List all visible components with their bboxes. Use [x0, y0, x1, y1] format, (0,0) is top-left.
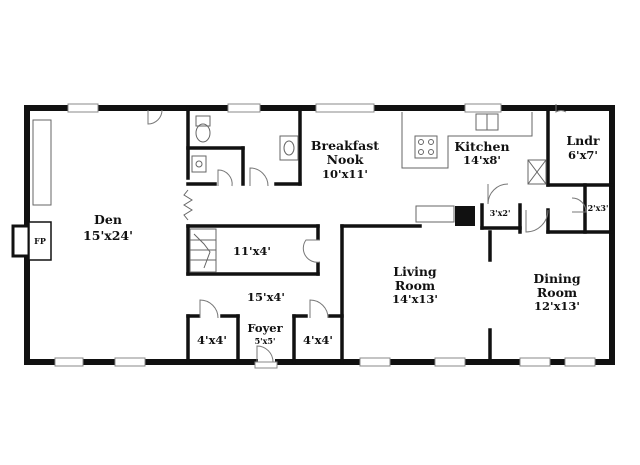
closet-left-door[interactable]: [199, 299, 219, 319]
closet-left-size: 4'x4': [197, 333, 227, 347]
den-built-in: [32, 119, 52, 206]
closet-2x3-door[interactable]: [571, 197, 587, 213]
pantry-size: 3'x2': [490, 208, 511, 218]
laundry-appliance: [527, 159, 547, 185]
doors[interactable]: [147, 104, 587, 369]
front-door[interactable]: [256, 345, 274, 363]
den-size: 15'x24': [83, 228, 133, 243]
breakfast-name-1: Breakfast: [311, 138, 379, 153]
closet-right-door[interactable]: [309, 299, 329, 319]
dining-name-2: Room: [537, 285, 577, 300]
room-labels: Den 15'x24' Breakfast Nook 10'x11' Kitch…: [83, 133, 608, 347]
living-size: 14'x13': [392, 292, 438, 306]
laundry-door[interactable]: [525, 209, 549, 233]
kitchen-name: Kitchen: [454, 139, 509, 154]
hall-size: 15'x4': [247, 290, 285, 304]
closet-11x4-door[interactable]: [302, 239, 321, 263]
breakfast-size: 10'x11': [322, 167, 368, 181]
foyer-name: Foyer: [247, 321, 283, 335]
fireplace-label: FP: [34, 236, 46, 246]
laundry-size: 6'x7': [568, 148, 598, 162]
dining-size: 12'x13': [534, 299, 580, 313]
kitchen-size: 14'x8': [463, 153, 501, 167]
dining-name-1: Dining: [533, 271, 581, 286]
windows: [54, 103, 596, 367]
laundry-name: Lndr: [566, 133, 600, 148]
breakfast-name-2: Nook: [327, 152, 364, 167]
bath-closet-door[interactable]: [217, 169, 233, 187]
closet-right-size: 4'x4': [303, 333, 333, 347]
stairs: [189, 228, 217, 273]
den-name: Den: [94, 212, 122, 227]
den-door[interactable]: [147, 109, 163, 125]
living-name-1: Living: [393, 264, 437, 279]
closet-11x4-size: 11'x4': [233, 244, 271, 258]
front-door-threshold: [254, 361, 278, 369]
laundry-exterior-door[interactable]: [555, 104, 567, 113]
foyer-size: 5'x5': [255, 336, 276, 346]
den-bifold-door: [183, 189, 193, 221]
bathroom-fixtures: [191, 115, 299, 173]
interior-walls: [186, 106, 614, 364]
living-name-2: Room: [395, 278, 435, 293]
bath-door[interactable]: [249, 167, 269, 187]
closet-2x3-size: 2'x3': [588, 203, 609, 213]
refrigerator: [455, 206, 475, 226]
pantry-door[interactable]: [487, 183, 509, 205]
fireplace: FP: [11, 221, 52, 261]
kitchen-fixtures: [401, 112, 533, 223]
